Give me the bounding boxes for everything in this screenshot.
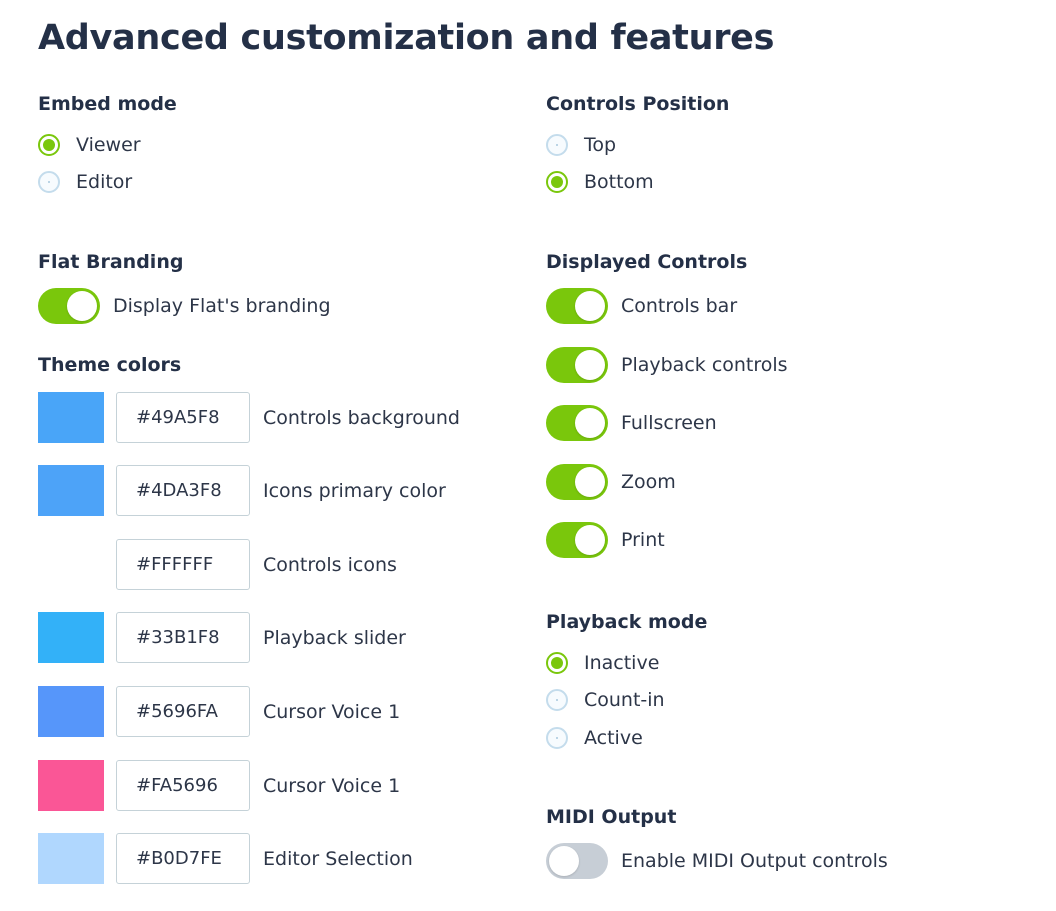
radio-label: Editor [76, 171, 133, 193]
color-hex-input[interactable] [116, 686, 250, 737]
color-label: Playback slider [263, 626, 406, 649]
color-label: Icons primary color [263, 479, 446, 502]
color-label: Cursor Voice 1 [263, 774, 401, 797]
toggle-knob [575, 291, 605, 321]
radio-label: Bottom [584, 171, 654, 193]
radio-label: Top [584, 134, 617, 156]
page-title: Advanced customization and features [38, 18, 775, 58]
toggle-label: Fullscreen [621, 412, 717, 434]
radio-label: Active [584, 727, 643, 749]
radio-label: Viewer [76, 134, 141, 156]
radio-label: Count-in [584, 689, 665, 711]
playback-mode-title: Playback mode [546, 611, 708, 633]
color-swatch[interactable] [38, 465, 104, 516]
color-row-controls-background: Controls background [38, 392, 460, 443]
toggle-switch[interactable] [546, 522, 608, 558]
toggle-playback-controls[interactable]: Playback controls [546, 347, 788, 383]
color-swatch[interactable] [38, 392, 104, 443]
toggle-label: Print [621, 529, 665, 551]
radio-label: Inactive [584, 652, 660, 674]
color-swatch[interactable] [38, 760, 104, 811]
radio-circle[interactable] [546, 689, 568, 711]
color-row-controls-icons: Controls icons [38, 539, 397, 590]
toggle-knob [575, 467, 605, 497]
radio-circle[interactable] [38, 171, 60, 193]
toggle-fullscreen[interactable]: Fullscreen [546, 405, 717, 441]
toggle-knob [67, 291, 97, 321]
color-row-icons-primary: Icons primary color [38, 465, 446, 516]
toggle-label: Enable MIDI Output controls [621, 850, 888, 872]
radio-circle[interactable] [38, 134, 60, 156]
displayed-controls-title: Displayed Controls [546, 251, 748, 273]
color-row-playback-slider: Playback slider [38, 612, 406, 663]
midi-output-title: MIDI Output [546, 806, 677, 828]
color-swatch[interactable] [38, 833, 104, 884]
color-hex-input[interactable] [116, 612, 250, 663]
radio-position-top[interactable]: Top [546, 134, 616, 156]
theme-colors-title: Theme colors [38, 354, 182, 376]
color-hex-input[interactable] [116, 465, 250, 516]
toggle-label: Controls bar [621, 295, 738, 317]
toggle-switch[interactable] [546, 843, 608, 879]
radio-playback-inactive[interactable]: Inactive [546, 652, 659, 674]
color-hex-input[interactable] [116, 539, 250, 590]
toggle-switch[interactable] [546, 464, 608, 500]
color-swatch[interactable] [38, 612, 104, 663]
radio-circle[interactable] [546, 134, 568, 156]
toggle-knob [549, 846, 579, 876]
color-hex-input[interactable] [116, 760, 250, 811]
toggle-switch[interactable] [546, 405, 608, 441]
toggle-controls-bar[interactable]: Controls bar [546, 288, 737, 324]
toggle-zoom[interactable]: Zoom [546, 464, 676, 500]
toggle-knob [575, 408, 605, 438]
color-swatch[interactable] [38, 686, 104, 737]
toggle-print[interactable]: Print [546, 522, 665, 558]
radio-circle[interactable] [546, 171, 568, 193]
radio-position-bottom[interactable]: Bottom [546, 171, 654, 193]
color-label: Editor Selection [263, 847, 413, 870]
color-label: Cursor Voice 1 [263, 700, 401, 723]
toggle-switch[interactable] [546, 347, 608, 383]
radio-circle[interactable] [546, 727, 568, 749]
toggle-switch[interactable] [38, 288, 100, 324]
radio-embed-viewer[interactable]: Viewer [38, 134, 141, 156]
color-swatch[interactable] [38, 539, 104, 590]
color-row-cursor-voice-1b: Cursor Voice 1 [38, 760, 400, 811]
color-hex-input[interactable] [116, 392, 250, 443]
toggle-label: Zoom [621, 471, 676, 493]
toggle-midi-output[interactable]: Enable MIDI Output controls [546, 843, 888, 879]
controls-position-title: Controls Position [546, 93, 730, 115]
radio-embed-editor[interactable]: Editor [38, 171, 132, 193]
color-row-editor-selection: Editor Selection [38, 833, 413, 884]
color-label: Controls icons [263, 553, 397, 576]
toggle-label: Display Flat's branding [113, 295, 331, 317]
color-label: Controls background [263, 406, 460, 429]
toggle-knob [575, 525, 605, 555]
toggle-switch[interactable] [546, 288, 608, 324]
color-hex-input[interactable] [116, 833, 250, 884]
toggle-flat-branding[interactable]: Display Flat's branding [38, 288, 331, 324]
radio-playback-count-in[interactable]: Count-in [546, 689, 665, 711]
radio-playback-active[interactable]: Active [546, 727, 643, 749]
embed-mode-title: Embed mode [38, 93, 177, 115]
toggle-label: Playback controls [621, 354, 788, 376]
radio-circle[interactable] [546, 652, 568, 674]
flat-branding-title: Flat Branding [38, 251, 184, 273]
color-row-cursor-voice-1: Cursor Voice 1 [38, 686, 400, 737]
toggle-knob [575, 350, 605, 380]
